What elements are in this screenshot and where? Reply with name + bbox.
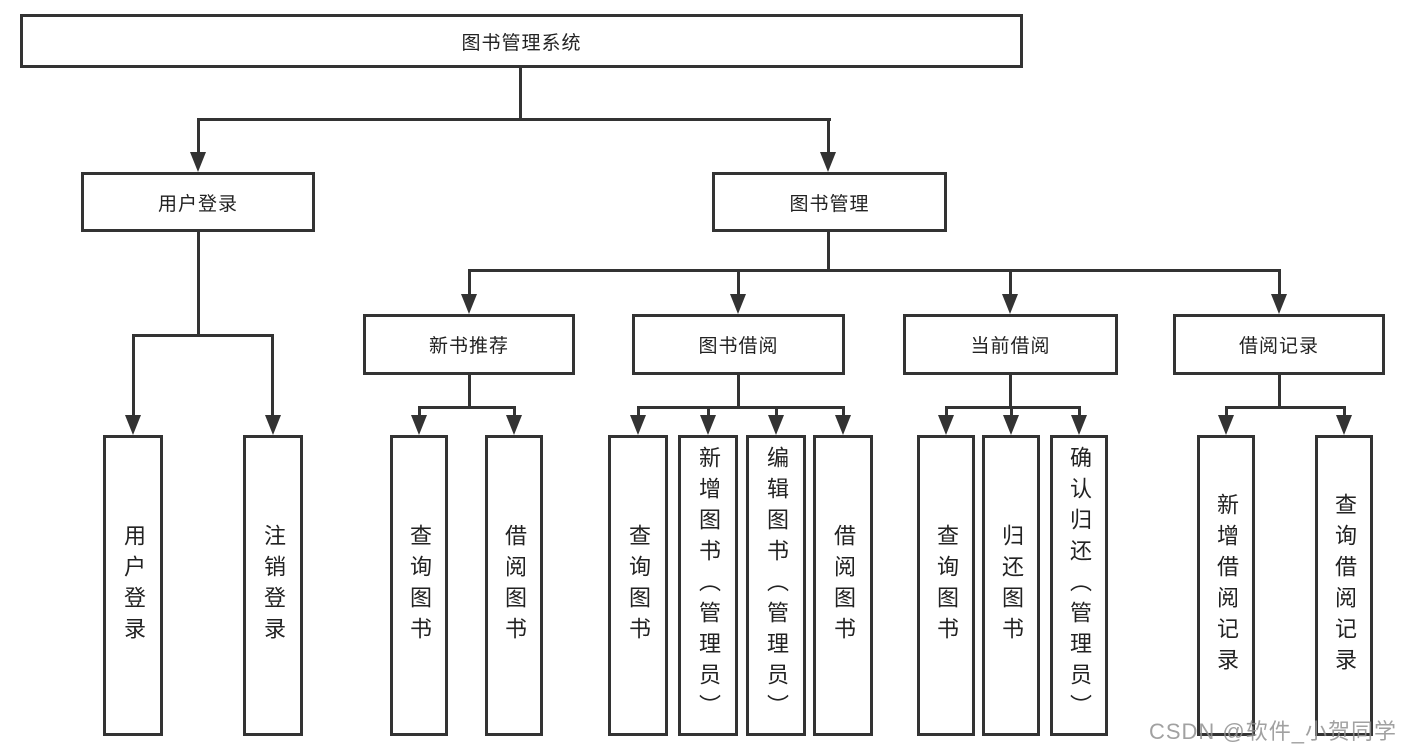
- connector-user-login-arm2: [271, 334, 274, 418]
- arrow-to-current-borrowing: [1002, 294, 1018, 314]
- node-new-book-recommend: 新书推荐: [363, 314, 575, 375]
- connector-root-stem: [519, 66, 522, 120]
- connector-cur-borrow-arm1: [945, 406, 948, 418]
- connector-book-mgmt-arm1: [468, 269, 471, 297]
- connector-cur-borrow-rail: [945, 406, 1081, 409]
- connector-user-login-rail: [132, 334, 274, 337]
- csdn-watermark: CSDN @软件_小贺同学: [1148, 719, 1397, 744]
- connector-new-book-rec-stem: [468, 373, 471, 409]
- arrow-to-leaf-return-books: [1003, 415, 1019, 435]
- node-book-borrowing: 图书借阅: [632, 314, 845, 375]
- connector-new-book-rec-rail: [418, 406, 516, 409]
- arrow-to-leaf-query-books-borrow: [630, 415, 646, 435]
- arrow-to-book-management: [820, 152, 836, 172]
- leaf-query-books-borrow: 查询图书: [608, 435, 668, 736]
- arrow-to-leaf-query-borrow-record: [1336, 415, 1352, 435]
- node-borrowing-records: 借阅记录: [1173, 314, 1385, 375]
- connector-book-borrow-arm3: [775, 406, 778, 418]
- connector-book-borrow-rail: [637, 406, 845, 409]
- node-user-login: 用户登录: [81, 172, 315, 232]
- connector-book-mgmt-arm3: [1009, 269, 1012, 297]
- connector-root-arm-left: [197, 118, 200, 158]
- connector-borrow-record-stem: [1278, 373, 1281, 409]
- arrow-to-leaf-borrow-books-recommend: [506, 415, 522, 435]
- leaf-logout: 注销登录: [243, 435, 303, 736]
- connector-borrow-record-arm1: [1225, 406, 1228, 418]
- leaf-return-books: 归还图书: [982, 435, 1040, 736]
- connector-cur-borrow-arm3: [1078, 406, 1081, 418]
- arrow-to-leaf-confirm-return: [1071, 415, 1087, 435]
- connector-book-borrow-arm2: [707, 406, 710, 418]
- leaf-add-borrow-record: 新增借阅记录: [1197, 435, 1255, 736]
- arrow-to-leaf-borrow-books: [835, 415, 851, 435]
- leaf-add-books-admin: 新增图书（管理员）: [678, 435, 738, 736]
- leaf-query-books-current: 查询图书: [917, 435, 975, 736]
- connector-user-login-arm1: [132, 334, 135, 418]
- arrow-to-leaf-add-books: [700, 415, 716, 435]
- leaf-query-books-recommend: 查询图书: [390, 435, 448, 736]
- connector-cur-borrow-arm2: [1010, 406, 1013, 418]
- node-library-management-system: 图书管理系统: [20, 14, 1023, 68]
- connector-book-borrow-arm4: [842, 406, 845, 418]
- connector-root-arm-right: [827, 118, 830, 158]
- connector-root-rail: [197, 118, 831, 121]
- leaf-borrow-books-recommend: 借阅图书: [485, 435, 543, 736]
- connector-book-mgmt-arm2: [737, 269, 740, 297]
- arrow-to-leaf-query-books-recommend: [411, 415, 427, 435]
- arrow-to-leaf-user-login: [125, 415, 141, 435]
- connector-new-book-rec-arm2: [513, 406, 516, 418]
- connector-book-mgmt-arm4: [1278, 269, 1281, 297]
- connector-new-book-rec-arm1: [418, 406, 421, 418]
- leaf-borrow-books: 借阅图书: [813, 435, 873, 736]
- connector-borrow-record-rail: [1225, 406, 1345, 409]
- connector-cur-borrow-stem: [1009, 373, 1012, 409]
- arrow-to-leaf-query-books-current: [938, 415, 954, 435]
- node-book-management: 图书管理: [712, 172, 947, 232]
- arrow-to-borrowing-records: [1271, 294, 1287, 314]
- arrow-to-leaf-edit-books: [768, 415, 784, 435]
- arrow-to-leaf-add-borrow-record: [1218, 415, 1234, 435]
- arrow-to-book-borrowing: [730, 294, 746, 314]
- connector-book-borrow-stem: [737, 373, 740, 409]
- leaf-user-login: 用户登录: [103, 435, 163, 736]
- leaf-confirm-return-admin: 确认归还（管理员）: [1050, 435, 1108, 736]
- node-current-borrowing: 当前借阅: [903, 314, 1118, 375]
- connector-book-mgmt-stem: [827, 230, 830, 272]
- leaf-edit-books-admin: 编辑图书（管理员）: [746, 435, 806, 736]
- arrow-to-leaf-logout: [265, 415, 281, 435]
- connector-book-borrow-arm1: [637, 406, 640, 418]
- leaf-query-borrow-record: 查询借阅记录: [1315, 435, 1373, 736]
- connector-user-login-stem: [197, 230, 200, 337]
- arrow-to-user-login: [190, 152, 206, 172]
- arrow-to-new-book-recommend: [461, 294, 477, 314]
- connector-book-mgmt-rail: [468, 269, 1280, 272]
- connector-borrow-record-arm2: [1343, 406, 1346, 418]
